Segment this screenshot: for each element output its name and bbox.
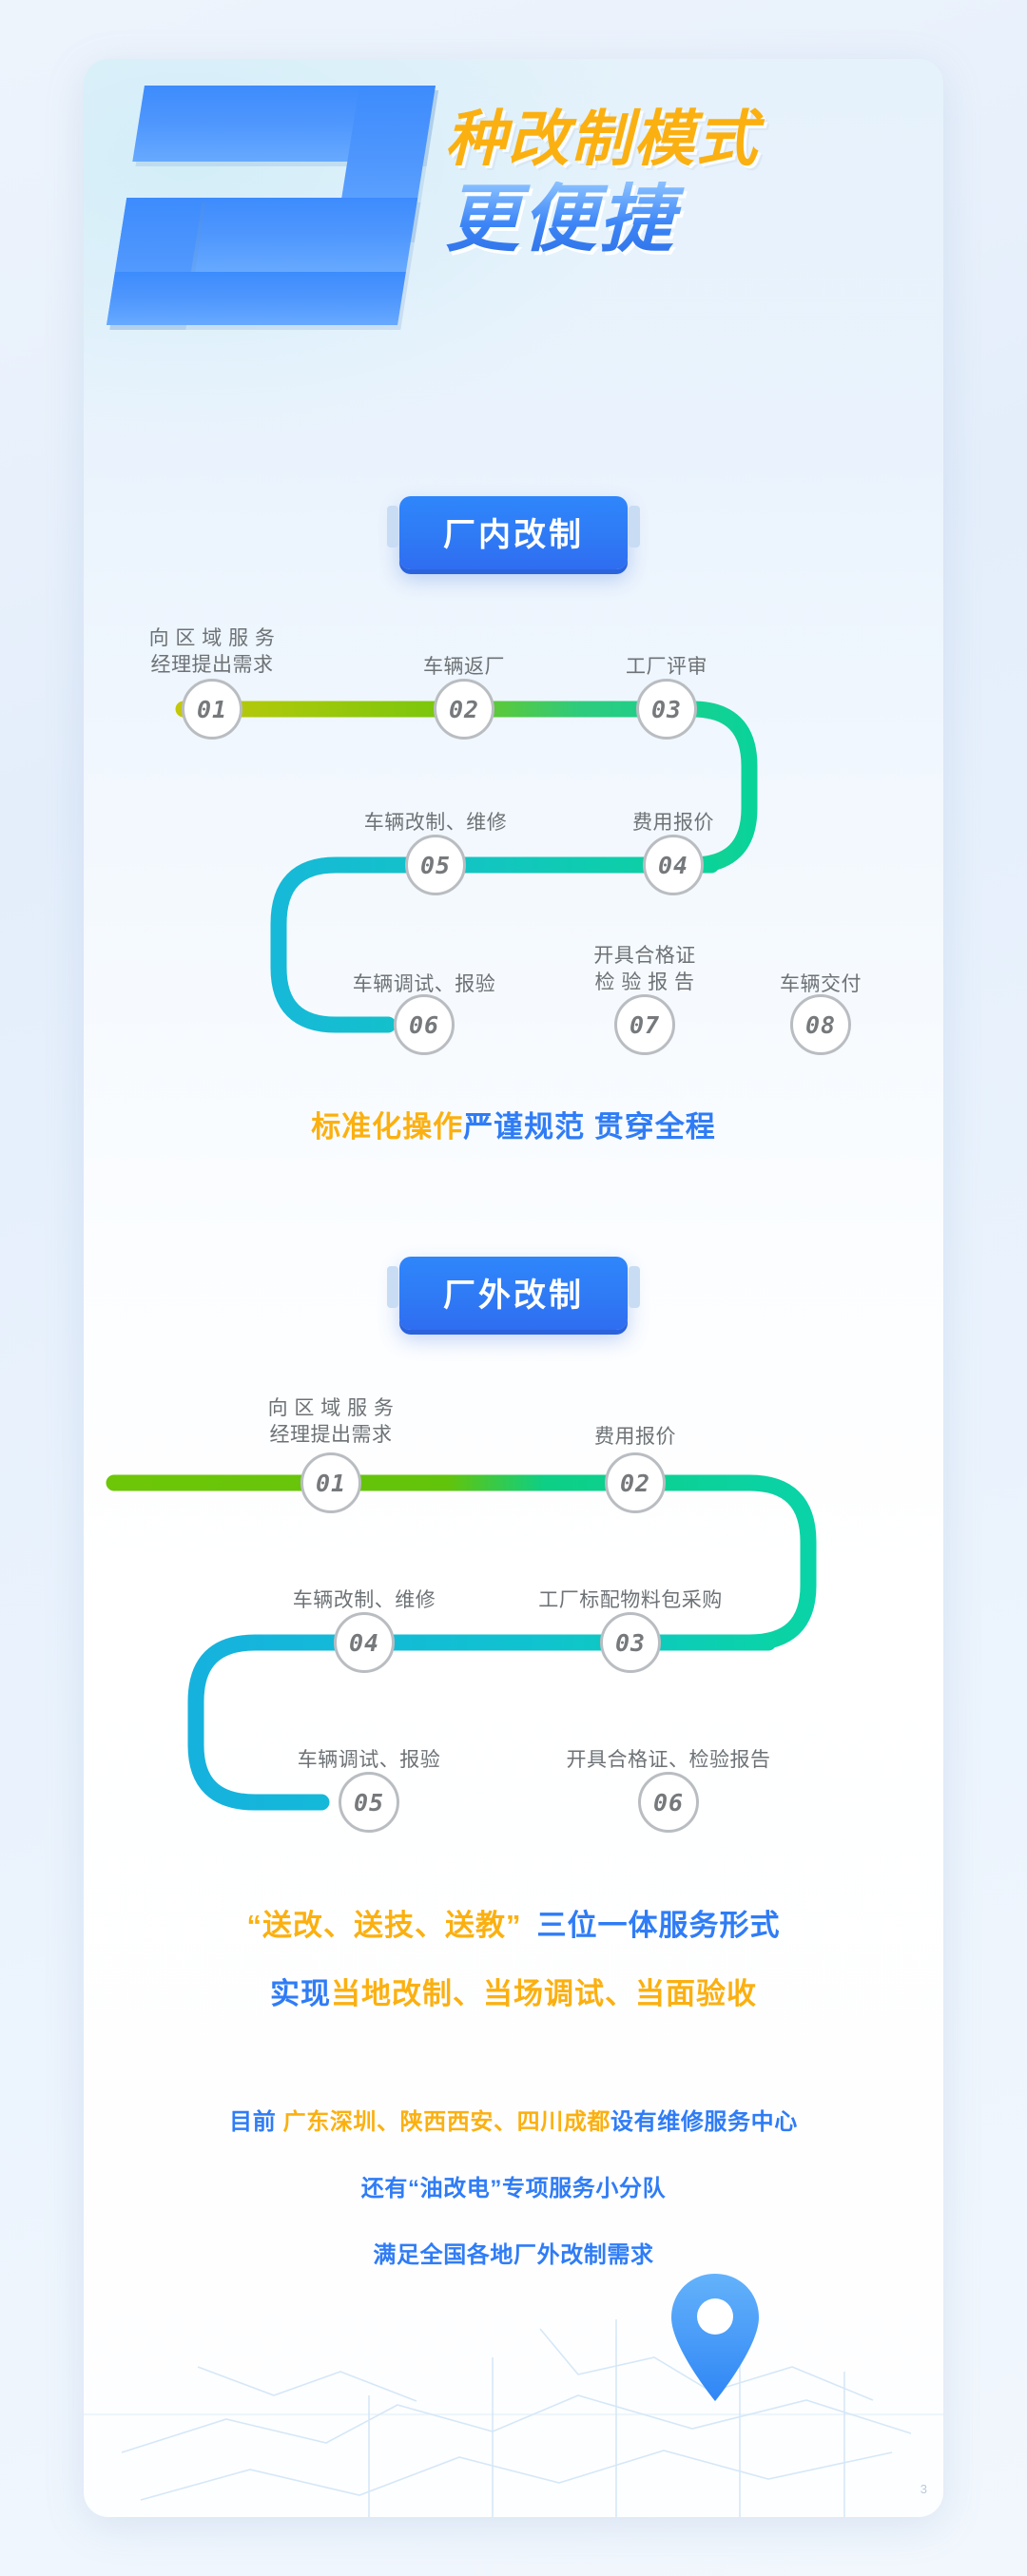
flow-offsite-path [106, 1474, 901, 1811]
footer-line2-blue: 实现 [270, 1977, 331, 2010]
step-label: 车辆改制、维修 [292, 1589, 436, 1611]
step-label: 车辆调试、报验 [352, 973, 496, 995]
step-node-06[interactable]: 06 [394, 994, 455, 1055]
step-node-04[interactable]: 04 [334, 1612, 395, 1673]
footer-note-3: 满足全国各地厂外改制需求 [373, 2242, 654, 2268]
footer-note1-pre: 目前 [229, 2109, 283, 2135]
title-orange: 种改制模式 [445, 105, 759, 173]
tagline-inplant: 标准化操作严谨规范 贯穿全程 [84, 1103, 943, 1145]
badge-offsite[interactable]: 厂外改制 [387, 1257, 640, 1330]
step-label: 向 区 域 服 务 经理提出需求 [267, 1397, 395, 1446]
step-node-02[interactable]: 02 [605, 1452, 666, 1513]
step-node-08[interactable]: 08 [790, 994, 851, 1055]
step-node-04[interactable]: 04 [643, 835, 704, 895]
step-node-01[interactable]: 01 [300, 1452, 361, 1513]
footer-note-1: 目前 广东深圳、陕西西安、四川成都设有维修服务中心 [84, 2103, 943, 2136]
step-label: 费用报价 [594, 1426, 676, 1448]
footer-note1-post: 设有维修服务中心 [610, 2109, 798, 2135]
step-label: 开具合格证、检验报告 [566, 1749, 771, 1771]
step-node-03[interactable]: 03 [636, 679, 697, 740]
badge-inplant[interactable]: 厂内改制 [387, 496, 640, 569]
step-label: 工厂标配物料包采购 [538, 1589, 723, 1611]
step-node-05[interactable]: 05 [339, 1772, 399, 1833]
watermark: 3 [920, 2482, 928, 2496]
footer-note-2: 还有“油改电”专项服务小分队 [360, 2176, 667, 2201]
flow-inplant: 向 区 域 服 务 经理提出需求 车辆返厂 工厂评审 车辆改制、维修 费用报价 … [84, 627, 943, 1065]
step-node-03[interactable]: 03 [600, 1612, 661, 1673]
footer-line1-blue: 三位一体服务形式 [536, 1909, 781, 1942]
footer-note1-highlight: 广东深圳、陕西西安、四川成都 [282, 2109, 611, 2135]
tagline-blue: 严谨规范 贯穿全程 [463, 1110, 716, 1144]
step-label: 费用报价 [632, 812, 714, 834]
footer-line-1: “送改、送技、送教” 三位一体服务形式 [84, 1901, 943, 1944]
map-background [84, 2215, 943, 2517]
step-node-02[interactable]: 02 [434, 679, 494, 740]
badge-inplant-wrap: 厂内改制 [84, 496, 943, 569]
step-label: 开具合格证 检 验 报 告 [593, 945, 696, 993]
step-node-06[interactable]: 06 [638, 1772, 699, 1833]
map-lines [84, 2319, 943, 2517]
header-titles: 种改制模式 更便捷 [445, 105, 892, 258]
badge-offsite-wrap: 厂外改制 [84, 1257, 943, 1330]
page-header: 种改制模式 更便捷 [84, 59, 943, 344]
footer-line1-orange: “送改、送技、送教” [246, 1909, 522, 1942]
step-label: 车辆调试、报验 [297, 1749, 441, 1771]
tagline-orange: 标准化操作 [311, 1110, 464, 1144]
title-blue: 更便捷 [445, 182, 892, 258]
step-label: 车辆交付 [780, 973, 862, 995]
step-label: 车辆改制、维修 [363, 812, 508, 834]
footer-line2-orange: 当地改制、当场调试、当面验收 [331, 1977, 757, 2010]
step-label: 工厂评审 [626, 656, 707, 678]
step-label: 向 区 域 服 务 经理提出需求 [148, 627, 276, 676]
step-label: 车辆返厂 [423, 656, 505, 678]
step-node-05[interactable]: 05 [405, 835, 466, 895]
step-node-07[interactable]: 07 [614, 994, 675, 1055]
footer-line-2: 实现当地改制、当场调试、当面验收 [84, 1970, 943, 2012]
location-pin-icon [666, 2272, 765, 2405]
flow-offsite: 向 区 域 服 务 经理提出需求 费用报价 车辆改制、维修 工厂标配物料包采购 … [84, 1397, 943, 1844]
big-number-2 [107, 86, 436, 325]
step-node-01[interactable]: 01 [182, 679, 242, 740]
